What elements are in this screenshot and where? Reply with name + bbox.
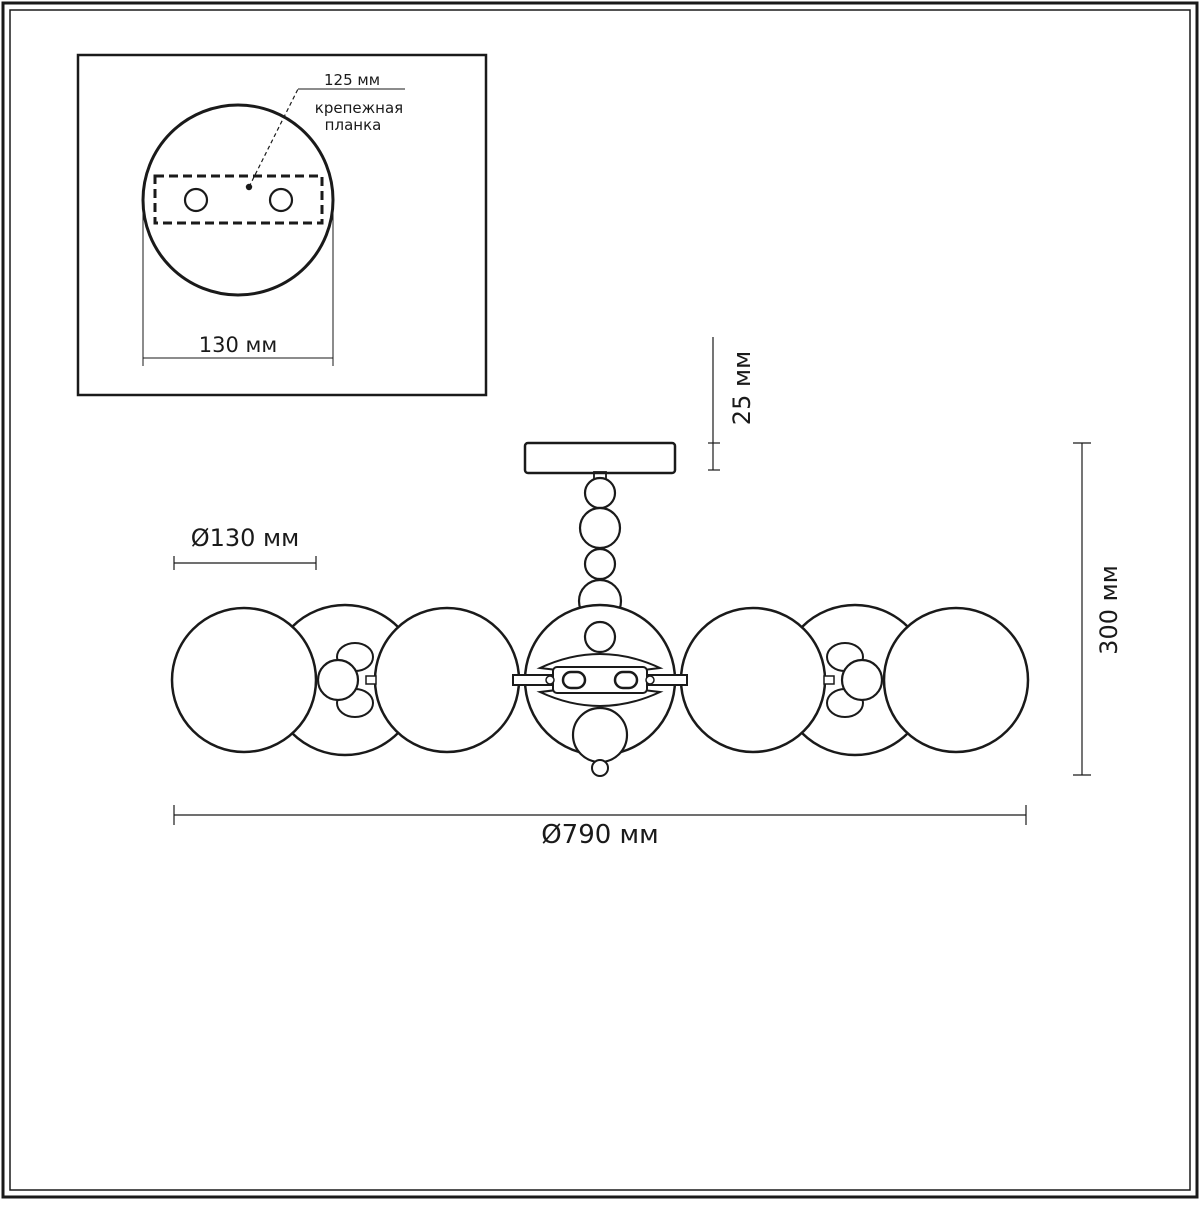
- leader-line: [248, 88, 299, 188]
- dim-canopy-height: 25 мм: [708, 337, 756, 471]
- total-diameter-label: Ø790 мм: [541, 820, 659, 850]
- canopy-height-label: 25 мм: [728, 351, 756, 425]
- bracket-label-line2: планка: [325, 116, 382, 134]
- stem-bead: [583, 620, 617, 654]
- mounting-bracket: [153, 174, 324, 225]
- base-diameter-label: 130 мм: [199, 333, 277, 357]
- shade-diameter-label: Ø130 мм: [191, 524, 300, 552]
- globe-inner-left: [373, 606, 521, 754]
- plate-width-label: 125 мм: [324, 71, 380, 89]
- ceiling-canopy: [523, 441, 677, 475]
- holder-left: [316, 642, 374, 718]
- base-circle: [141, 103, 335, 297]
- screw-hole-right: [268, 187, 294, 213]
- dim-total-height: 300 мм: [1073, 442, 1123, 776]
- globe-outer-right: [882, 606, 1030, 754]
- bottom-finial: [571, 706, 629, 777]
- stem-beads: [577, 471, 623, 624]
- globe-inner-right: [679, 606, 827, 754]
- holder-right: [826, 642, 884, 718]
- mounting-inset: 125 мм крепежная планка 130 мм: [76, 53, 488, 397]
- globe-outer-left: [170, 606, 318, 754]
- dim-shade-diameter: Ø130 мм: [173, 524, 317, 570]
- fixture-side-view: [170, 441, 1030, 777]
- bracket-label-line1: крепежная: [315, 99, 403, 117]
- central-hub: [536, 653, 664, 707]
- dim-total-diameter: Ø790 мм: [173, 805, 1027, 850]
- total-height-label: 300 мм: [1095, 565, 1123, 655]
- screw-hole-left: [183, 187, 209, 213]
- inset-frame: [76, 53, 488, 397]
